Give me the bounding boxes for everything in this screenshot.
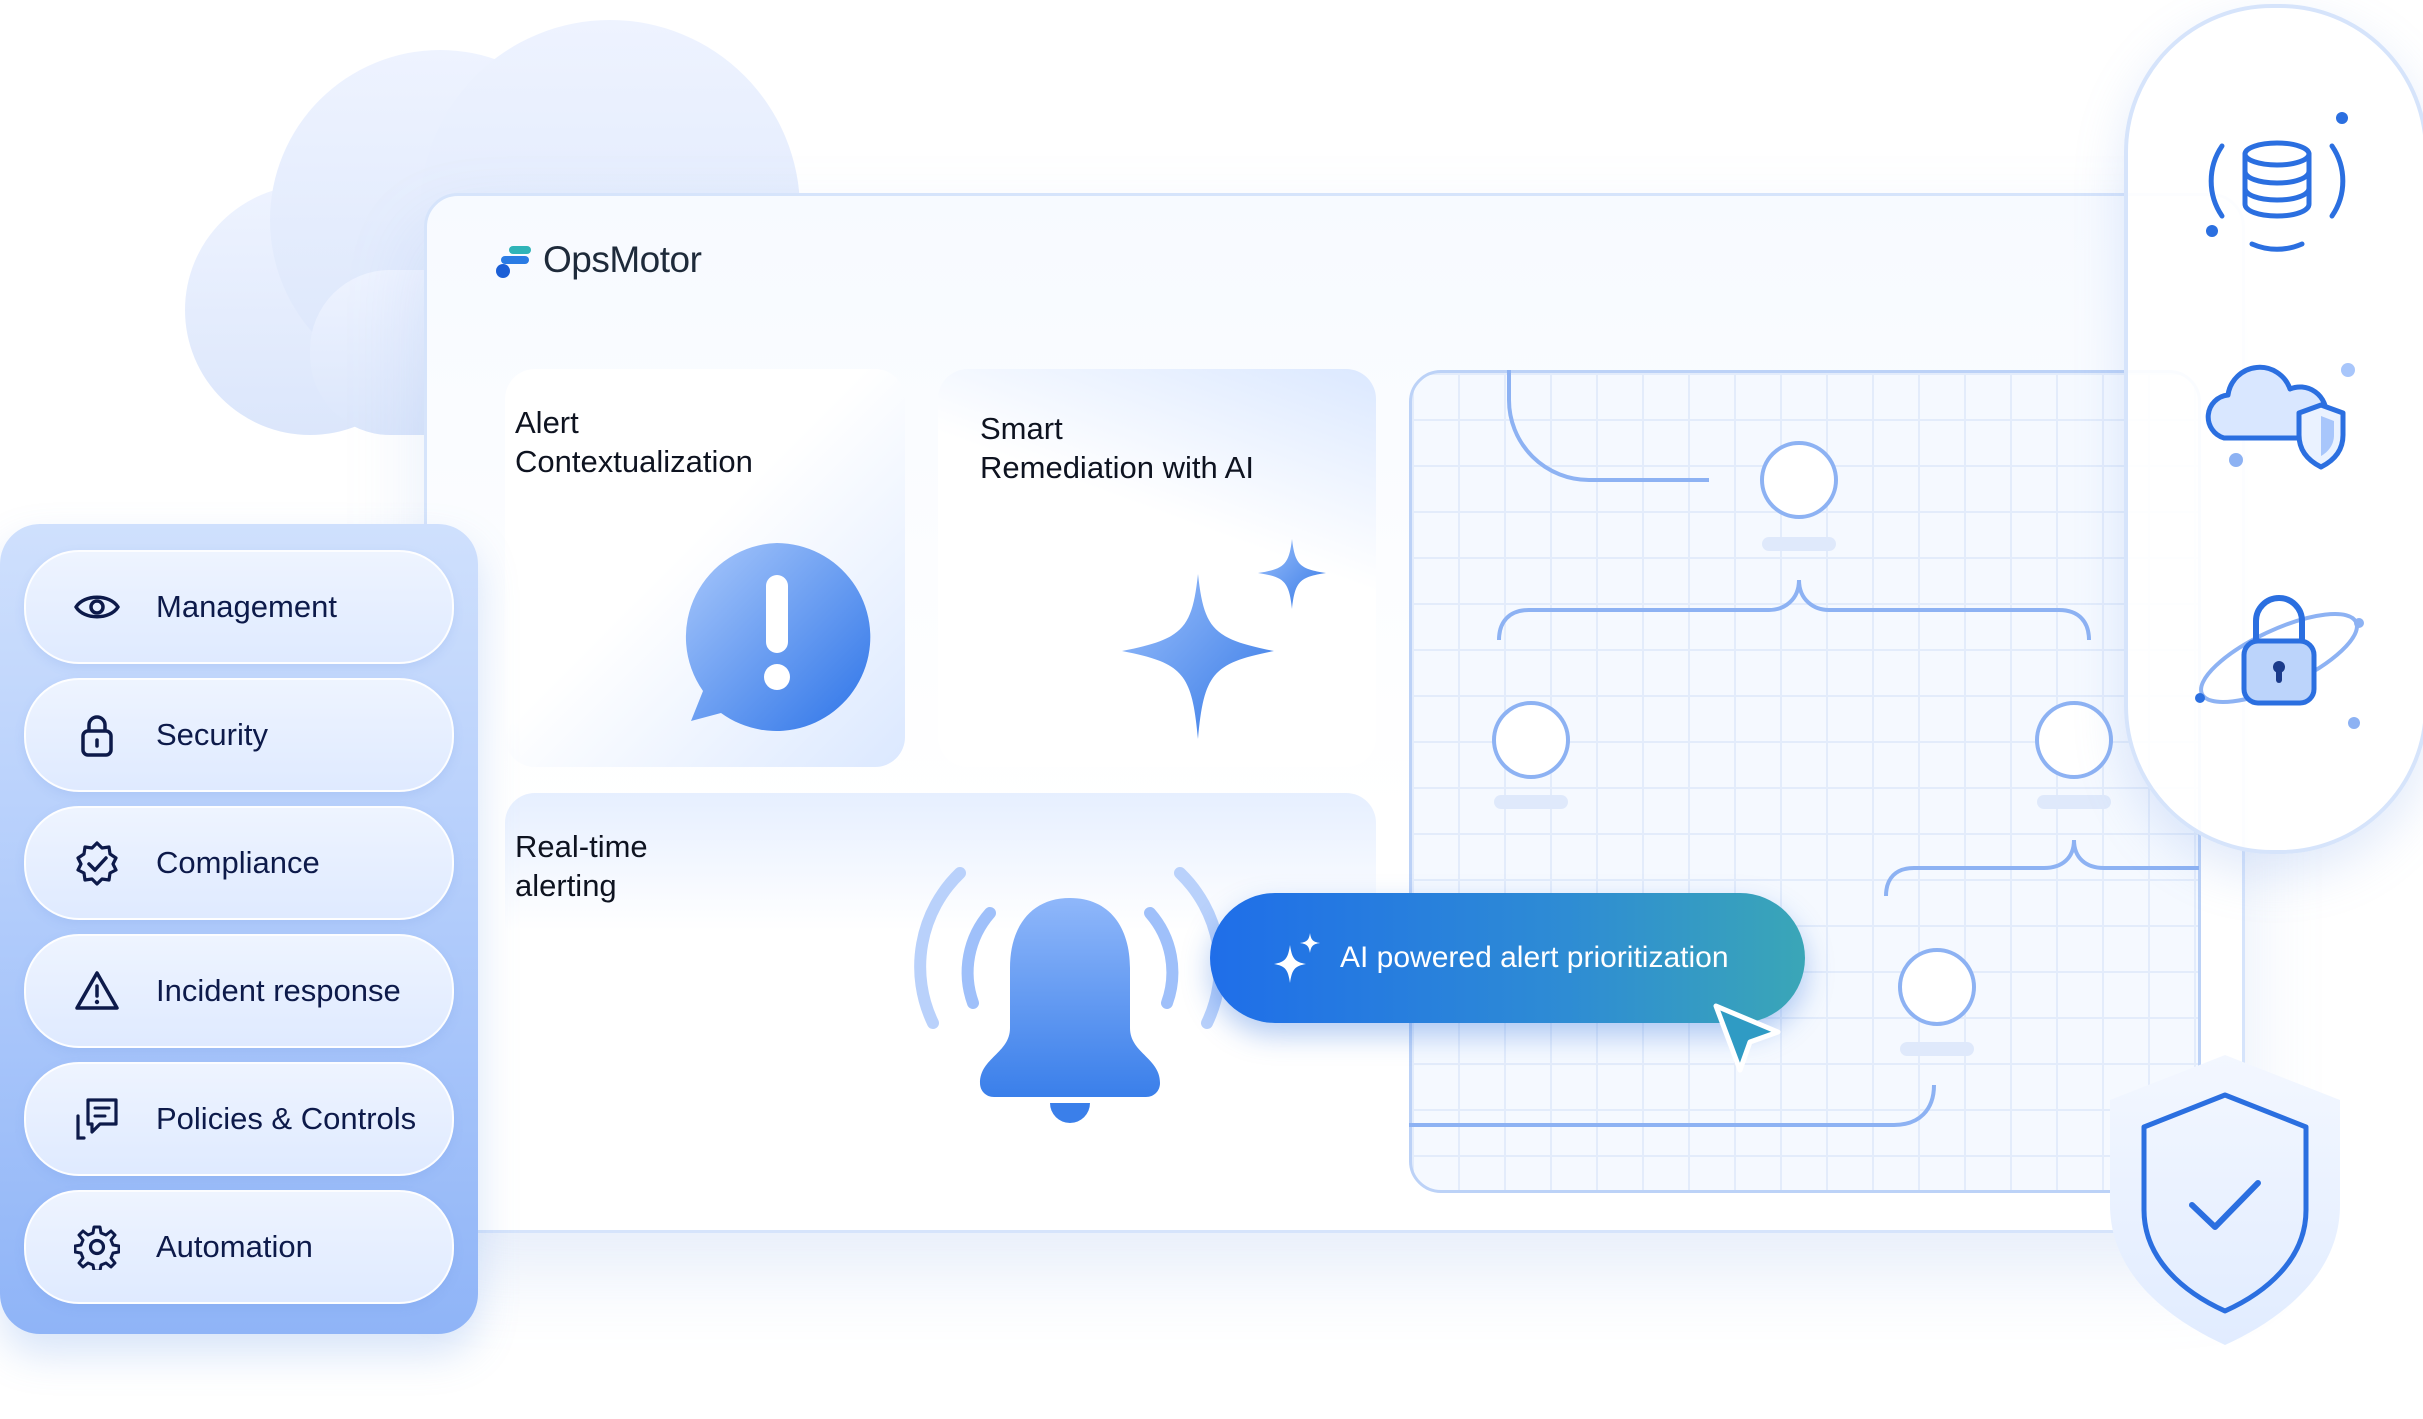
sidebar-item-label: Security (156, 717, 268, 752)
mouse-cursor-icon (1713, 1003, 1781, 1073)
database-icon[interactable] (2192, 96, 2362, 266)
brand-name: OpsMotor (543, 239, 702, 280)
ai-prioritization-button[interactable]: AI powered alert prioritization (1210, 893, 1805, 1023)
warning-icon (75, 971, 119, 1010)
card-title-line1: Real-time (515, 829, 648, 864)
flow-node-circle (1760, 441, 1838, 519)
sidebar-item-label: Management (156, 589, 337, 624)
shield-check-icon (2110, 1055, 2340, 1345)
ai-sparkle-icon (1122, 539, 1326, 739)
sparkles-icon (1274, 933, 1320, 983)
badge-check-icon (76, 841, 118, 886)
sidebar-item-label: Compliance (156, 845, 320, 880)
sidebar-item-label: Policies & Controls (156, 1101, 417, 1136)
sidebar-item-incident-response[interactable]: Incident response (24, 934, 454, 1048)
sidebar: Management Security Compliance Incident … (0, 524, 478, 1334)
flow-connector-line (2072, 839, 2199, 870)
card-title-line1: Smart (980, 411, 1063, 446)
sidebar-item-management[interactable]: Management (24, 550, 454, 664)
bell-icon (914, 867, 1226, 1123)
flow-node-label-bar (1762, 537, 1836, 551)
lock-orbit-icon[interactable] (2184, 583, 2374, 733)
flow-node-circle (2035, 701, 2113, 779)
card-title-line2: Contextualization (515, 444, 753, 479)
flow-connector-line (1797, 579, 2091, 641)
sidebar-item-label: Incident response (156, 973, 401, 1008)
lock-icon (81, 715, 113, 757)
workflow-diagram (1409, 370, 2199, 1127)
card-title-line2: Remediation with AI (980, 450, 1254, 485)
sidebar-item-policies-controls[interactable]: Policies & Controls (24, 1062, 454, 1176)
alert-bubble-icon (685, 543, 871, 731)
sidebar-item-label: Automation (156, 1229, 313, 1264)
sidebar-item-compliance[interactable]: Compliance (24, 806, 454, 920)
card-alert-contextualization[interactable]: Alert Contextualization (505, 369, 905, 767)
cloud-shield-icon[interactable] (2194, 348, 2364, 498)
sidebar-item-security[interactable]: Security (24, 678, 454, 792)
gear-icon (74, 1225, 120, 1270)
integrations-column (2124, 4, 2423, 854)
sidebar-item-automation[interactable]: Automation (24, 1190, 454, 1304)
card-title-line1: Alert (515, 405, 579, 440)
flow-node-label-bar (1900, 1042, 1974, 1056)
policy-document-icon (76, 1098, 118, 1140)
flow-node-circle (1492, 701, 1570, 779)
flow-node-circle (1898, 948, 1976, 1026)
card-title-line2: alerting (515, 868, 617, 903)
ai-pill-label: AI powered alert prioritization (1340, 941, 1729, 974)
flow-node-label-bar (2037, 795, 2111, 809)
brand-logo: OpsMotor (495, 238, 702, 282)
flow-connector-line (1507, 370, 1709, 482)
opsmotor-logo-icon (496, 246, 531, 278)
card-title: Smart Remediation with AI (980, 409, 1254, 487)
eye-icon (74, 595, 120, 619)
card-smart-remediation[interactable]: Smart Remediation with AI (938, 369, 1376, 767)
flow-connector-line (1884, 839, 2076, 897)
card-title: Real-time alerting (515, 827, 648, 905)
flow-connector-line (1409, 1084, 1936, 1127)
card-title: Alert Contextualization (515, 403, 753, 481)
flow-connector-line (1497, 579, 1801, 641)
flow-node-label-bar (1494, 795, 1568, 809)
